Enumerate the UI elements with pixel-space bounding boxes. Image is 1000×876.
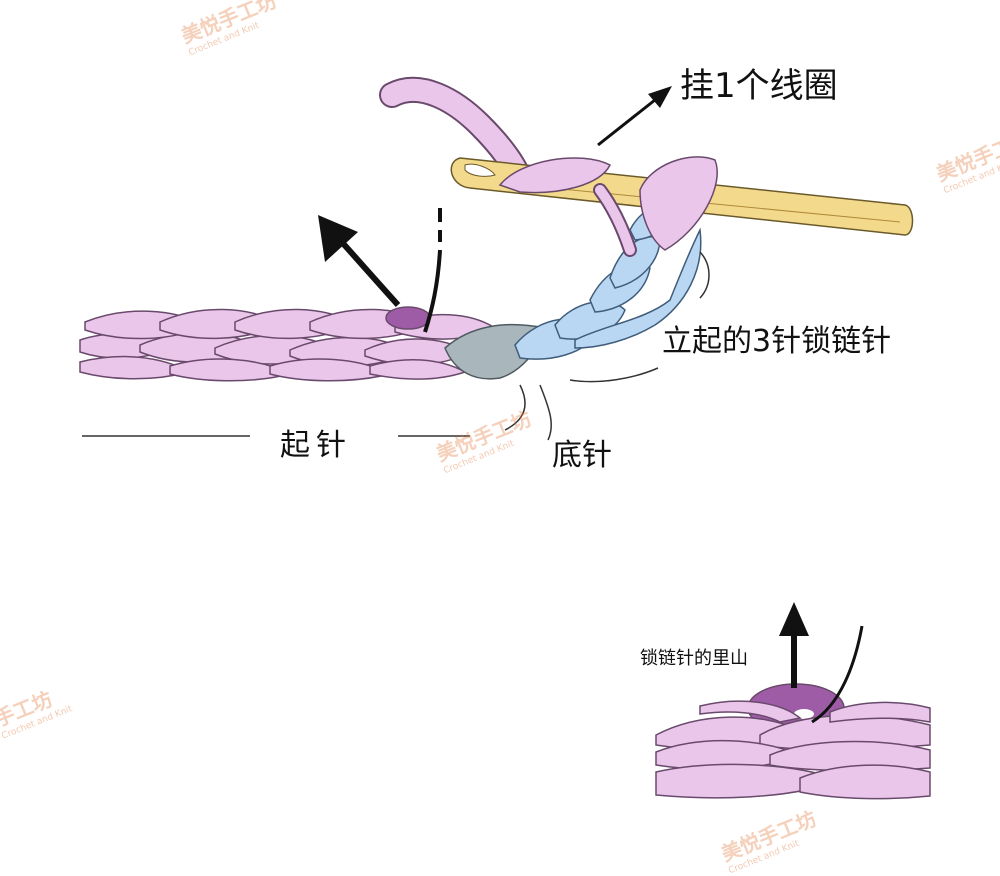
yarn-loop-on-hook (498, 156, 718, 257)
foundation-chain-label: 起针 (280, 428, 352, 463)
hook-insert-line (423, 208, 442, 333)
yarn-over-label: 挂1个线圈 (680, 66, 838, 106)
base-stitch-label: 底针 (552, 438, 612, 473)
back-bump-inset (655, 683, 931, 800)
back-bump-label: 锁链针的里山 (640, 648, 748, 669)
yarn-over-arrow (597, 86, 672, 147)
insert-direction-arrow (318, 215, 401, 307)
turning-chain-label: 立起的3针锁链针 (662, 324, 892, 359)
turning-chain (514, 203, 702, 360)
leader-lines (82, 251, 710, 441)
back-bump-hook-line (811, 625, 864, 724)
foundation-chain (79, 306, 497, 382)
back-bump-arrow (779, 602, 809, 688)
